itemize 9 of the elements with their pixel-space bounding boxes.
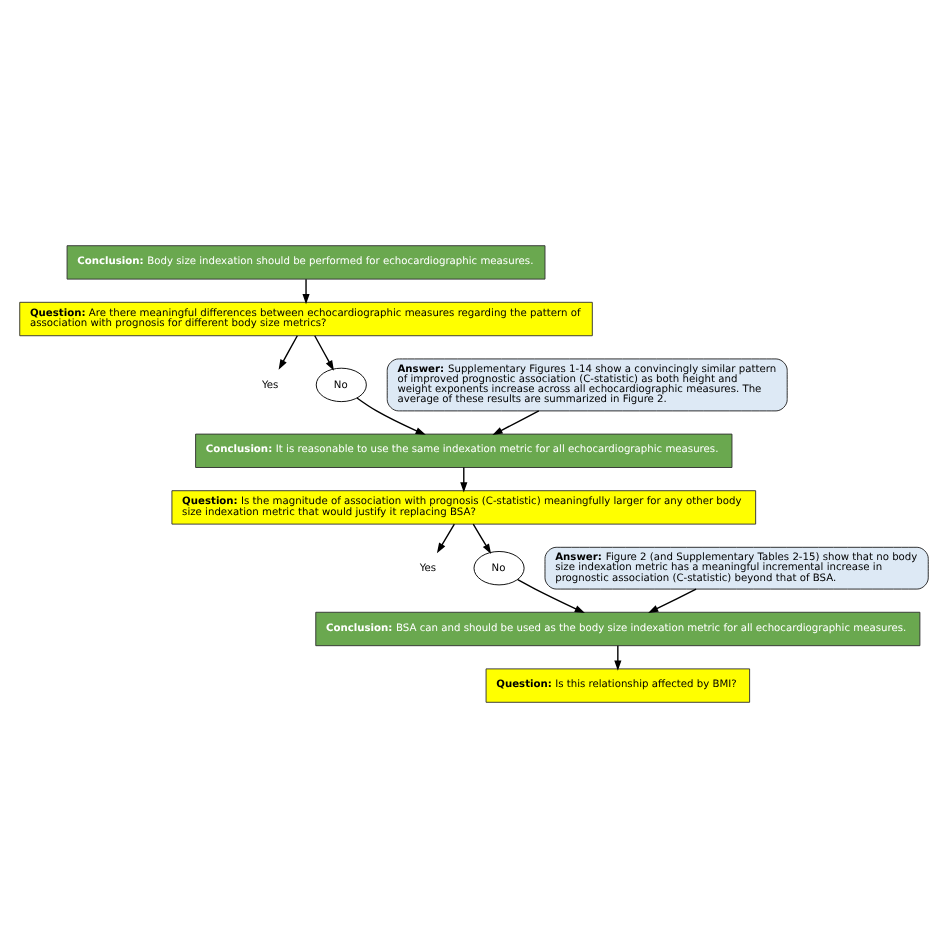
arrow — [302, 278, 310, 305]
arrow — [492, 410, 540, 435]
arrow — [436, 523, 456, 554]
arrow — [614, 645, 622, 671]
arrow — [648, 588, 697, 614]
arrow — [278, 335, 298, 370]
arrow — [356, 397, 426, 435]
arrow — [472, 523, 492, 555]
arrow — [314, 335, 334, 371]
